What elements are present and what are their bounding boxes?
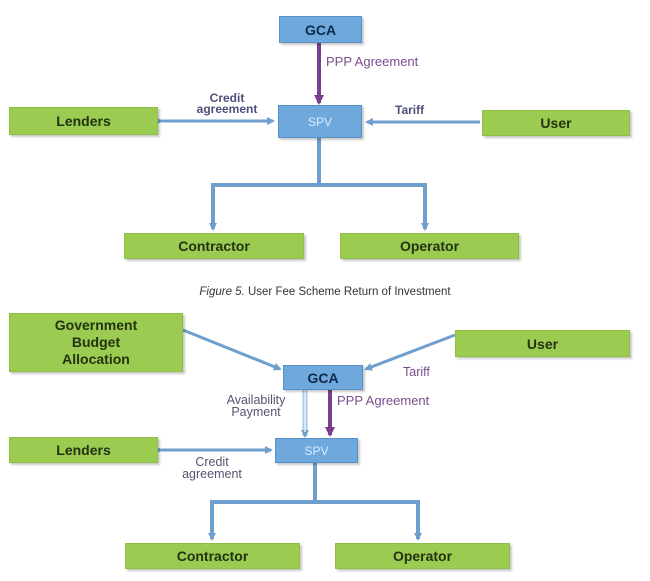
government-to-gca-arrow <box>182 328 282 371</box>
spv-node: SPV <box>275 438 358 463</box>
gca-node: GCA <box>283 365 363 390</box>
spv-node: SPV <box>278 105 362 138</box>
operator-label: Operator <box>399 238 460 254</box>
lenders-label: Lenders <box>56 442 111 458</box>
operator-label: Operator <box>392 548 453 564</box>
credit-label-line1: Credit <box>209 91 245 105</box>
contractor-label: Contractor <box>178 238 250 254</box>
spv-label: SPV <box>304 443 329 458</box>
operator-node: Operator <box>340 233 519 259</box>
gca-node: GCA <box>279 16 362 43</box>
lenders-label: Lenders <box>56 113 111 129</box>
user-label: User <box>526 335 559 352</box>
government-label-line1: Government <box>54 317 138 333</box>
credit-label-line1: Credit <box>195 455 229 469</box>
tariff-label: Tariff <box>403 365 430 379</box>
gca-label: GCA <box>304 21 337 38</box>
tariff-label: Tariff <box>395 103 425 117</box>
caption-text: User Fee Scheme Return of Investment <box>244 286 451 298</box>
figure2-connectors <box>155 328 456 541</box>
government-label-line2: Budget <box>71 334 121 350</box>
lenders-node: Lenders <box>9 107 158 135</box>
government-label-line3: Allocation <box>62 351 130 367</box>
availability-label-line1: Availability <box>226 393 286 407</box>
ppp-agreement-label: PPP Agreement <box>326 54 419 69</box>
user-label: User <box>540 115 572 131</box>
figure-availability-payment-scheme: Government Budget Allocation User GCA SP… <box>0 305 650 581</box>
credit-label-line2: agreement <box>196 102 258 116</box>
contractor-label: Contractor <box>176 548 249 564</box>
tariff-arrow <box>364 333 456 371</box>
figure-user-fee-scheme: GCA SPV Lenders User Contractor Operator… <box>0 0 650 275</box>
ppp-agreement-label: PPP Agreement <box>337 393 430 408</box>
user-node: User <box>482 110 630 136</box>
user-node: User <box>455 330 630 357</box>
lenders-node: Lenders <box>9 437 158 463</box>
credit-agreement-label: Credit agreement <box>170 455 254 481</box>
gca-label: GCA <box>307 369 339 386</box>
availability-label-line2: Payment <box>231 405 281 419</box>
figure-number: Figure 5. <box>199 286 245 298</box>
credit-label-line2: agreement <box>182 467 242 481</box>
availability-payment-label: Availability Payment <box>214 393 298 419</box>
operator-node: Operator <box>335 543 510 569</box>
contractor-node: Contractor <box>124 233 304 259</box>
government-budget-node: Government Budget Allocation <box>9 313 183 372</box>
credit-agreement-label: Credit agreement <box>186 91 268 116</box>
contractor-node: Contractor <box>125 543 300 569</box>
figure-caption: Figure 5. User Fee Scheme Return of Inve… <box>0 286 650 298</box>
figure1-connectors <box>155 42 480 231</box>
spv-label: SPV <box>307 114 332 129</box>
